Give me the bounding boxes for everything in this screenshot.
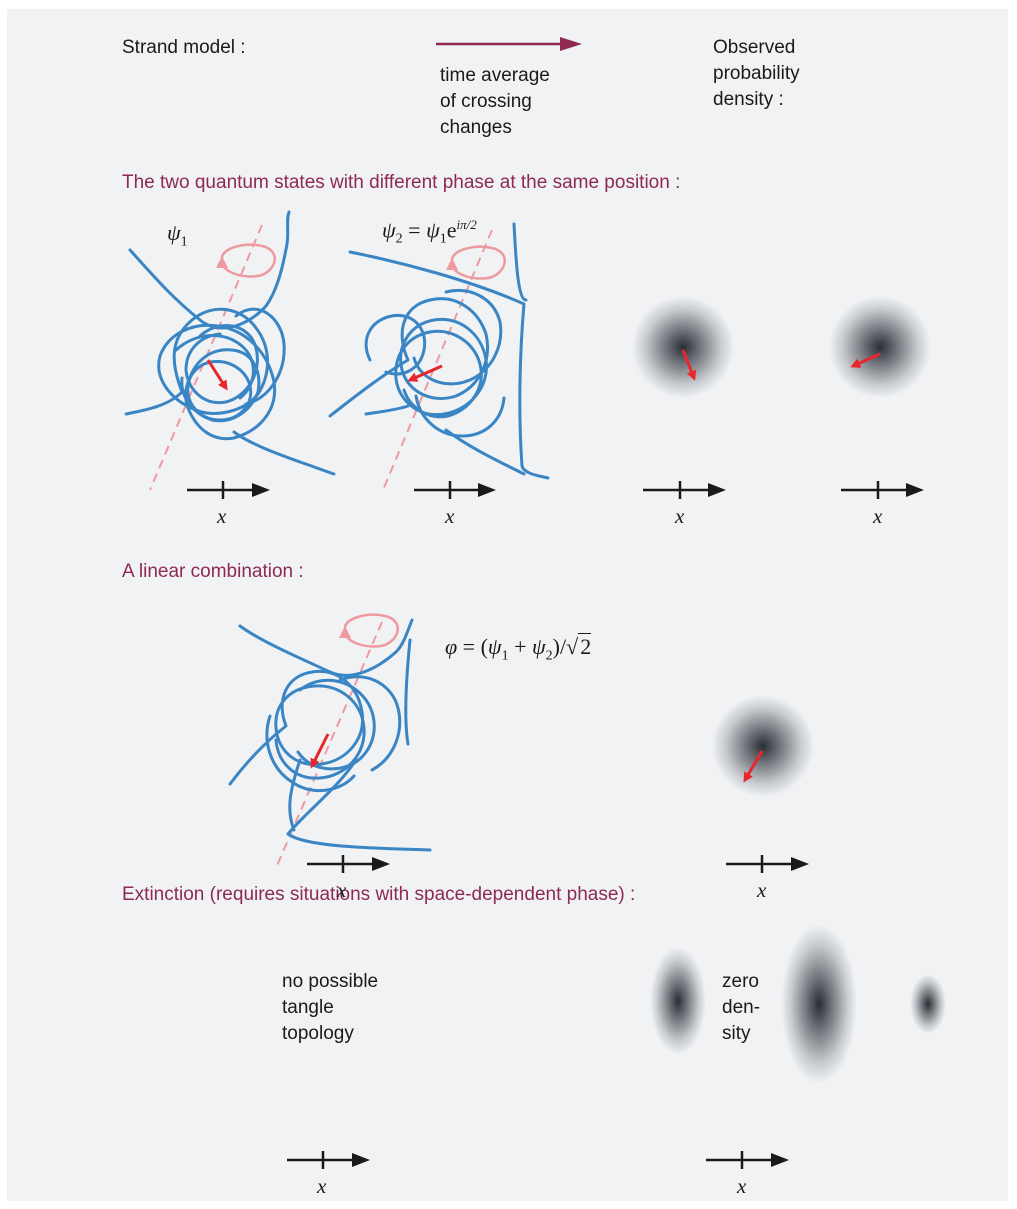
x-axis xyxy=(307,855,390,873)
arrow-caption-line-3: changes xyxy=(440,117,512,138)
axis-label-x: x xyxy=(217,504,227,528)
zero-density-line-1: zero xyxy=(722,971,759,992)
phase-arrow xyxy=(850,352,881,368)
heading-linear-combination: A linear combination : xyxy=(122,561,304,582)
heading-extinction: Extinction (requires situations with spa… xyxy=(122,884,636,905)
density-phi xyxy=(712,695,814,797)
x-axis xyxy=(726,855,809,873)
density-blob-left xyxy=(650,947,706,1055)
formula-psi1: ψ1 xyxy=(167,220,188,250)
rotation-axis xyxy=(382,229,493,491)
density-blob-right xyxy=(910,974,946,1034)
no-tangle-line-3: topology xyxy=(282,1023,354,1044)
x-axis xyxy=(643,481,726,499)
phase-arrow xyxy=(407,364,443,382)
axis-label-x: x xyxy=(675,504,685,528)
rotation-arrow xyxy=(216,243,276,278)
phase-arrow xyxy=(310,733,330,769)
formula-phi: φ = (ψ1 + ψ2)/√2 xyxy=(445,633,592,664)
rotation-arrow xyxy=(339,613,399,648)
axis-label-x: x xyxy=(873,504,883,528)
axis-label-x: x xyxy=(445,504,455,528)
tangle-psi1 xyxy=(124,210,336,491)
phase-arrow xyxy=(681,349,697,381)
x-axis xyxy=(414,481,496,499)
strand xyxy=(228,618,432,852)
phase-arrow xyxy=(206,359,228,391)
axis-label-x: x xyxy=(737,1174,747,1198)
density-psi2 xyxy=(829,296,931,398)
observed-label-line-2: probability xyxy=(713,63,800,84)
arrow-caption-line-2: of crossing xyxy=(440,91,532,112)
x-axis xyxy=(187,481,270,499)
zero-density-line-2: den- xyxy=(722,997,761,1018)
no-tangle-line-1: no possible xyxy=(282,971,379,992)
tangle-psi2 xyxy=(328,222,550,491)
axis-label-x: x xyxy=(317,1174,327,1198)
arrow-caption-line-1: time average xyxy=(440,65,550,86)
tangle-phi xyxy=(228,613,432,869)
x-axis xyxy=(287,1151,370,1169)
observed-label-line-3: density : xyxy=(713,89,784,110)
density-blob-center xyxy=(781,924,857,1084)
legend-arrow xyxy=(436,37,582,51)
observed-label-line-1: Observed xyxy=(713,37,796,58)
x-axis xyxy=(841,481,924,499)
no-tangle-line-2: tangle xyxy=(282,997,334,1018)
strand-model-label: Strand model : xyxy=(122,37,246,58)
strand xyxy=(124,210,336,476)
heading-phase: The two quantum states with different ph… xyxy=(122,172,681,193)
x-axis xyxy=(706,1151,789,1169)
axis-label-x: x xyxy=(337,878,347,902)
rotation-arrow xyxy=(446,245,506,280)
formula-psi2: ψ2 = ψ1eiπ/2 xyxy=(382,217,477,247)
phase-arrow xyxy=(743,750,764,783)
strand xyxy=(328,222,550,480)
axis-label-x: x xyxy=(757,878,767,902)
density-psi1 xyxy=(632,296,734,398)
zero-density-line-3: sity xyxy=(722,1023,751,1044)
